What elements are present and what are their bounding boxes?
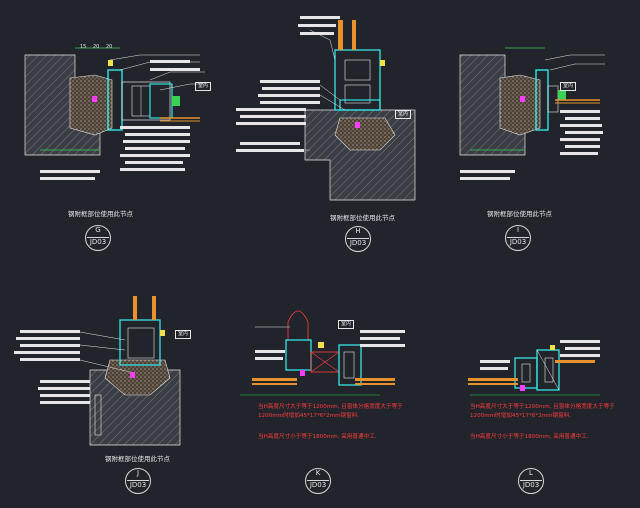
caption-g: 钢附框部位使用此节点 [68,210,133,218]
detail-marker-i: I JD03 [505,225,531,255]
detail-marker-l-letter: L [529,469,533,477]
tag-indoor-h: 室内 [395,110,412,119]
tag-indoor-k: 室内 [338,320,355,329]
tag-indoor-i: 室内 [560,82,577,91]
dim-label-2: 20 [93,44,100,50]
detail-marker-k: K JD03 [305,468,331,498]
detail-marker-h: H JD03 [345,226,371,256]
tag-indoor-g: 室内 [195,82,212,91]
detail-marker-i-letter: I [516,226,520,234]
detail-g-drawing [24,47,205,180]
detail-marker-h-letter: H [355,227,361,235]
detail-marker-l: L JD03 [518,468,544,498]
caption-h: 钢附框部位使用此节点 [330,214,395,222]
note-k-1: 当H高度尺寸大于等于1200mm, 且窗体分格宽度大于等于1200mm时增加45… [258,404,403,419]
detail-l-drawing [468,340,600,396]
detail-marker-g-letter: G [95,226,101,234]
caption-j: 钢附框部位使用此节点 [105,455,170,463]
detail-marker-j-sheet: JD03 [129,481,147,489]
detail-marker-j: J JD03 [125,468,151,498]
detail-marker-j-letter: J [136,469,140,477]
detail-marker-k-letter: K [315,469,321,477]
detail-k-drawing [240,310,405,396]
note-k-2: 当H高度尺寸小于等于1800mm, 采用普通中工. [258,434,377,440]
detail-h-drawing [236,16,416,201]
note-l-1: 当H高度尺寸大于等于1200mm, 且窗体分格宽度大于等于1200mm时增加45… [470,404,615,419]
dim-label-1: 15 [80,44,87,50]
detail-j-drawing [14,296,181,446]
detail-marker-h-sheet: JD03 [349,239,367,247]
detail-marker-g-sheet: JD03 [89,238,107,246]
caption-i: 钢附框部位使用此节点 [487,210,552,218]
detail-marker-g: G JD03 [85,225,111,255]
dim-label-3: 20 [106,44,113,50]
detail-marker-k-sheet: JD03 [309,481,327,489]
tag-indoor-j: 室内 [175,330,192,339]
detail-marker-l-sheet: JD03 [522,481,540,489]
detail-marker-i-sheet: JD03 [509,238,527,246]
note-l-2: 当H高度尺寸小于等于1800mm, 采用普通中工. [470,434,589,440]
detail-i-drawing [459,47,605,180]
